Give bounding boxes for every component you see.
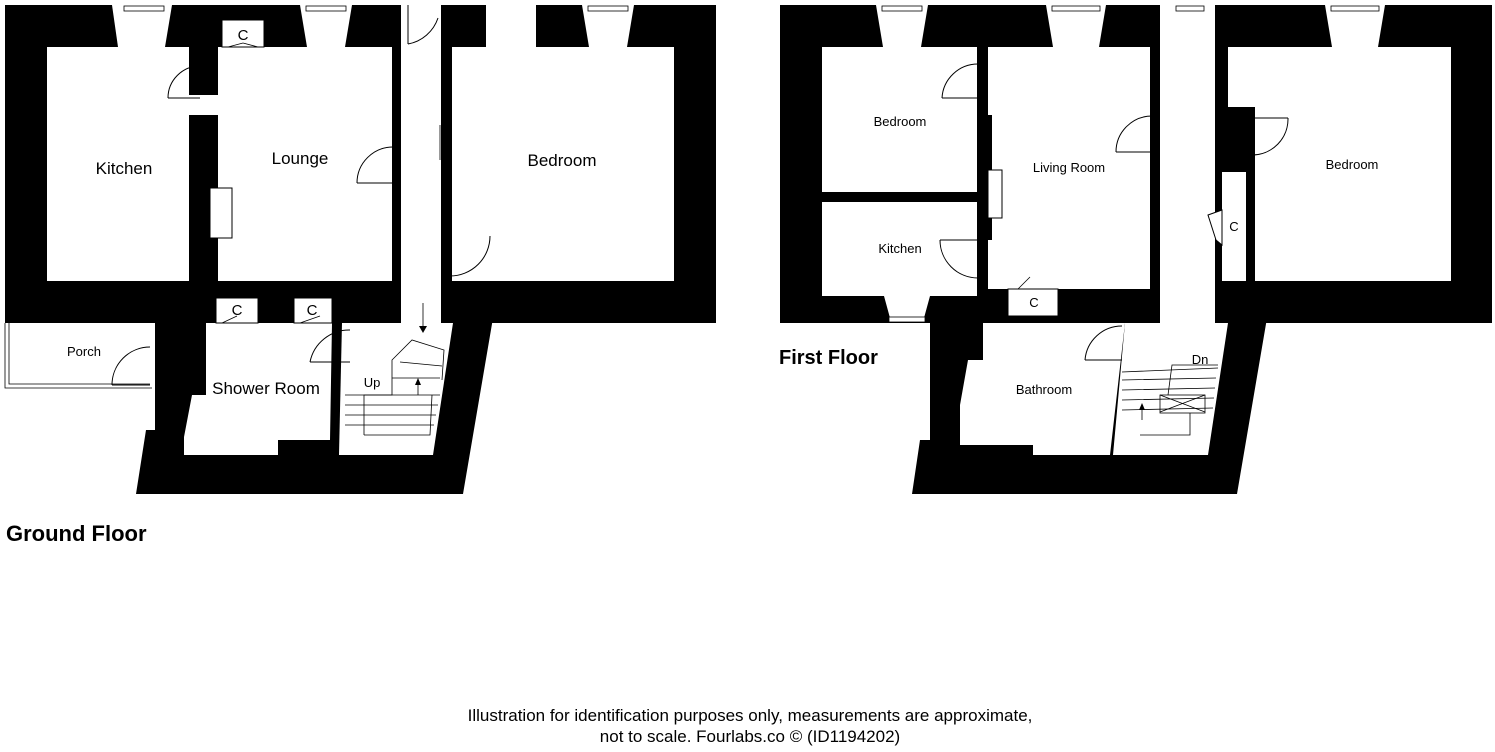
label-bathroom: Bathroom xyxy=(1016,382,1072,397)
first-kitchen-room xyxy=(822,202,977,296)
label-lounge: Lounge xyxy=(272,149,329,168)
label-first-cupboard-2: C xyxy=(1029,295,1038,310)
label-cupboard-3: C xyxy=(307,302,318,319)
living-cupboard xyxy=(1007,288,1059,317)
label-shower-room: Shower Room xyxy=(212,379,320,398)
label-first-bedroom-right: Bedroom xyxy=(1326,157,1379,172)
label-first-bedroom-left: Bedroom xyxy=(874,114,927,129)
kitchen-room xyxy=(47,47,189,281)
label-stairs-down: Dn xyxy=(1192,352,1209,367)
label-bedroom: Bedroom xyxy=(528,151,597,170)
label-kitchen: Kitchen xyxy=(96,159,153,178)
disclaimer-line-1: Illustration for identification purposes… xyxy=(467,706,1033,725)
living-room xyxy=(988,47,1150,289)
first-floor-plan xyxy=(780,5,1492,494)
lounge-fireplace xyxy=(210,188,232,238)
disclaimer: Illustration for identification purposes… xyxy=(300,705,1200,747)
first-bedroom-left-room xyxy=(822,47,977,192)
first-cupboard-room xyxy=(1222,172,1246,281)
first-staircase xyxy=(1121,364,1219,436)
label-stairs-up: Up xyxy=(364,375,381,390)
shower-room xyxy=(184,323,332,455)
shower-cupboard-1 xyxy=(215,297,259,324)
label-porch: Porch xyxy=(67,344,101,359)
first-floor-title: First Floor xyxy=(779,347,878,369)
ground-hall xyxy=(401,5,441,323)
bedroom-room xyxy=(452,47,674,281)
ground-floor-plan xyxy=(4,5,716,494)
kitchen-door-gap xyxy=(189,95,219,115)
first-hall xyxy=(1160,5,1215,323)
label-cupboard-1: C xyxy=(238,27,249,44)
label-first-kitchen: Kitchen xyxy=(878,241,921,256)
lounge-cupboard xyxy=(221,19,265,48)
bathroom-room xyxy=(960,323,1125,455)
disclaimer-line-2: not to scale. Fourlabs.co © (ID1194202) xyxy=(599,727,901,746)
label-cupboard-2: C xyxy=(232,302,243,319)
porch-room xyxy=(5,323,152,387)
ground-floor-title: Ground Floor xyxy=(6,521,147,546)
ground-staircase xyxy=(345,303,445,436)
first-bedroom-right-room xyxy=(1255,47,1451,281)
ground-stair-area xyxy=(339,323,453,455)
lounge-room xyxy=(218,47,392,281)
label-first-cupboard-1: C xyxy=(1229,219,1238,234)
label-living-room: Living Room xyxy=(1033,160,1105,175)
